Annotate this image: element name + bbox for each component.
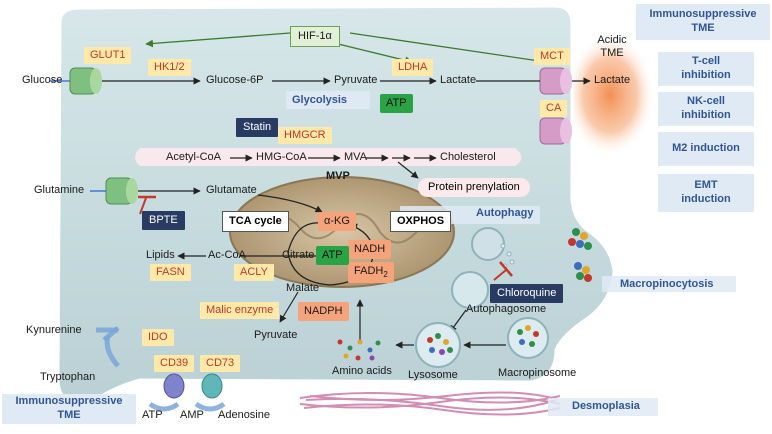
acidic-tme-label: Acidic TME: [597, 34, 627, 60]
enzyme-acly: ACLY: [234, 264, 274, 281]
amp-label: AMP: [180, 409, 204, 421]
protein-prenylation-pill: Protein prenylation: [418, 178, 530, 197]
extracellular-proteins: [568, 228, 592, 282]
nadph-label: NADPH: [298, 302, 349, 321]
enzyme-cd39: CD39: [154, 355, 195, 372]
nadh-label: NADH: [348, 240, 392, 259]
glycolysis-label: Glycolysis: [292, 94, 348, 106]
pyruvate-2-label: Pyruvate: [254, 329, 298, 341]
atp-out-label: ATP: [142, 409, 163, 421]
adenosine-label: Adenosine: [218, 409, 270, 421]
mitochondrion: [229, 176, 455, 288]
cd39-receptor: [163, 373, 185, 399]
tme-item-emt: EMT induction: [658, 174, 754, 212]
arrow-amp-adenosine: [194, 401, 226, 412]
malate-label: Malate: [286, 282, 320, 294]
hif-to-ldha: [329, 41, 413, 65]
glutamate-label: Glutamate: [206, 184, 257, 196]
hif-to-mct: [349, 32, 547, 65]
tme-panel-title: Immunosuppressive TME: [636, 4, 770, 40]
pyruvate-label: Pyruvate: [334, 74, 378, 86]
arrow-glutamate-akg: [257, 194, 323, 213]
mct-transporter: [539, 67, 572, 95]
oxphos-box: OXPHOS: [390, 211, 452, 232]
autophagosome-label: Autophagosome: [466, 303, 547, 315]
fadh2-base: FADH: [354, 265, 384, 277]
lactate-in-label: Lactate: [440, 74, 477, 86]
macropinocytosis-label: Macropinocytosis: [620, 278, 714, 290]
glut1-transporter: [69, 67, 102, 95]
glucose-6p-label: Glucose-6P: [206, 74, 264, 86]
mvp-label: MVP: [326, 170, 350, 182]
arrow-malate-pyruvate: [279, 291, 299, 323]
tca-cycle-box: TCA cycle: [222, 211, 289, 232]
arrow-to-prenylation: [397, 161, 419, 179]
amino-acids-label: Amino acids: [332, 365, 392, 377]
ca-transporter: [539, 117, 572, 145]
desmoplasia-label: Desmoplasia: [572, 400, 640, 412]
phagophore: [471, 227, 505, 261]
enzyme-mct: MCT: [534, 48, 570, 65]
tme-item-m2: M2 induction: [658, 132, 754, 166]
enzyme-ldha: LDHA: [392, 59, 434, 76]
glutamine-transporter: [105, 177, 138, 205]
hif-to-glut1: [145, 32, 291, 48]
arrow-atp-amp: [148, 401, 180, 412]
kynurenine-label: Kynurenine: [26, 324, 82, 336]
bpte-inhibit: [139, 197, 147, 215]
tryptophan-label: Tryptophan: [40, 371, 96, 383]
mvp-band: [135, 148, 522, 166]
lipids-label: Lipids: [146, 249, 175, 261]
desmoplasia-fibers: [299, 391, 561, 416]
enzyme-cd73: CD73: [200, 355, 241, 372]
enzyme-ido: IDO: [142, 329, 174, 346]
enzyme-malic: Malic enzyme: [200, 302, 280, 319]
tme-item-nk-cell: NK-cell inhibition: [658, 92, 754, 126]
acetyl-coa-label: Acetyl-CoA: [166, 151, 222, 163]
enzyme-hk12: HK1/2: [148, 59, 191, 76]
enzyme-ca: CA: [540, 100, 568, 117]
fadh2-sub: 2: [383, 270, 388, 280]
cd73-receptor: [201, 373, 223, 399]
statin-inhibitor: Statin: [236, 118, 279, 137]
citrate-label: Citrate: [282, 249, 315, 261]
hmg-coa-label: HMG-CoA: [256, 151, 307, 163]
glutamine-label: Glutamine: [34, 184, 85, 196]
chloroquine-inhibit: [493, 269, 507, 281]
macropinosome-contents: [517, 325, 539, 347]
bpte-inhibitor: BPTE: [142, 211, 185, 230]
hif-1a-label: HIF-1α: [290, 26, 340, 47]
lysosome: [415, 322, 461, 368]
enzyme-fasn: FASN: [150, 264, 191, 281]
enzyme-hmgcr: HMGCR: [278, 127, 332, 144]
desmoplasia-banner: [548, 398, 658, 416]
atp-glycolysis: ATP: [380, 94, 413, 113]
glycolysis-banner: [286, 91, 370, 109]
cholesterol-label: Cholesterol: [440, 151, 496, 163]
macropinosome: [507, 317, 549, 359]
ac-coa-label: Ac-CoA: [208, 249, 246, 261]
lysosome-contents: [427, 333, 453, 355]
macropinosome-label: Macropinosome: [498, 367, 577, 379]
tme-bottom-label: Immunosuppressive TME: [2, 394, 136, 424]
chloroquine-inhibitor: Chloroquine: [490, 284, 564, 303]
acidic-tme-glow: [565, 33, 655, 157]
macropinocytosis-banner: [602, 276, 736, 292]
lysosome-label: Lysosome: [408, 369, 458, 381]
glucose-label: Glucose: [22, 74, 63, 86]
lactate-out-label: Lactate: [594, 74, 631, 86]
autophagy-label: Autophagy: [476, 207, 534, 219]
tme-item-t-cell: T-cell inhibition: [658, 52, 754, 86]
amino-acid-dots: [337, 339, 381, 361]
atp-mitochondria: ATP: [316, 246, 349, 265]
akg-label: α-KG: [318, 212, 356, 231]
mva-label: MVA: [344, 151, 368, 163]
fadh2-label: FADH2: [348, 262, 394, 284]
autophagosome: [451, 271, 489, 309]
enzyme-glut1: GLUT1: [84, 47, 132, 64]
